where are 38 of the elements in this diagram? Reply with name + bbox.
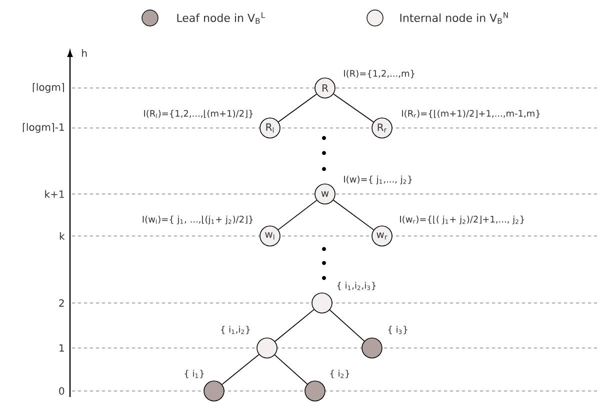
- tree-edge: [222, 354, 260, 385]
- set-label: I(w$_{l}$)={ j$_{1}$, ...,⌊(j$_{1}$+ j$_{2}$)/2⌋}: [142, 216, 253, 224]
- set-label: { i$_{1}$}: [184, 370, 204, 378]
- axis-tick-label: ⌈logm⌉: [32, 83, 64, 93]
- tree-node-circle: [204, 380, 224, 402]
- axis-tick-label: k: [60, 232, 65, 240]
- set-label: I(w)={ j$_{1}$,..., j$_{2}$}: [344, 176, 412, 184]
- set-label: I(R$_{r}$)={⌊(m+1)/2⌋+1,...,m-1,m}: [402, 110, 540, 118]
- set-label: I(R$_{l}$)={1,2,...,⌊(m+1)/2⌋}: [144, 110, 253, 118]
- tree-node: w$_{r}$: [372, 226, 392, 246]
- axis-title: h: [82, 49, 87, 57]
- tree-node: R: [314, 78, 336, 98]
- tree-edge: [333, 94, 374, 122]
- tree-node: R$_{r}$: [372, 118, 392, 138]
- set-label: I(w$_{r}$)={⌊( j$_{1}$+ j$_{2}$)/2⌋+1,..., j$_{2}$}: [400, 216, 524, 224]
- tree-edge: [278, 94, 318, 122]
- axis-tick-label: 2: [59, 299, 64, 307]
- tree-edge: [274, 354, 308, 384]
- tree-edge: [278, 200, 318, 230]
- tree-node: R$_{l}$: [260, 118, 280, 138]
- set-label: { i$_{2}$}: [330, 370, 350, 378]
- set-label: I(R)={1,2,...,m}: [344, 70, 414, 78]
- tree-node-circle: [256, 338, 278, 358]
- set-label: { i$_{3}$}: [388, 326, 408, 334]
- axis-tick-label: ⌈logm⌉-1: [22, 123, 64, 133]
- axis-tick-label: 1: [60, 344, 64, 352]
- axis-tick-label: k+1: [45, 190, 64, 198]
- tree-edge: [274, 309, 314, 342]
- tree-node: w: [314, 184, 336, 204]
- tree-edge: [332, 200, 374, 230]
- tree-node-circle: [362, 338, 382, 358]
- tree-node-circle: [304, 380, 326, 402]
- tree-node: w$_{l}$: [260, 226, 280, 246]
- set-label: { i$_{1}$,i$_{2}$}: [221, 326, 250, 334]
- axis-tick-label: 0: [59, 387, 64, 395]
- set-label: { i$_{1}$,i$_{2}$,i$_{3}$}: [337, 282, 376, 290]
- tree-node-circle: [312, 292, 332, 314]
- tree-edge: [329, 310, 365, 342]
